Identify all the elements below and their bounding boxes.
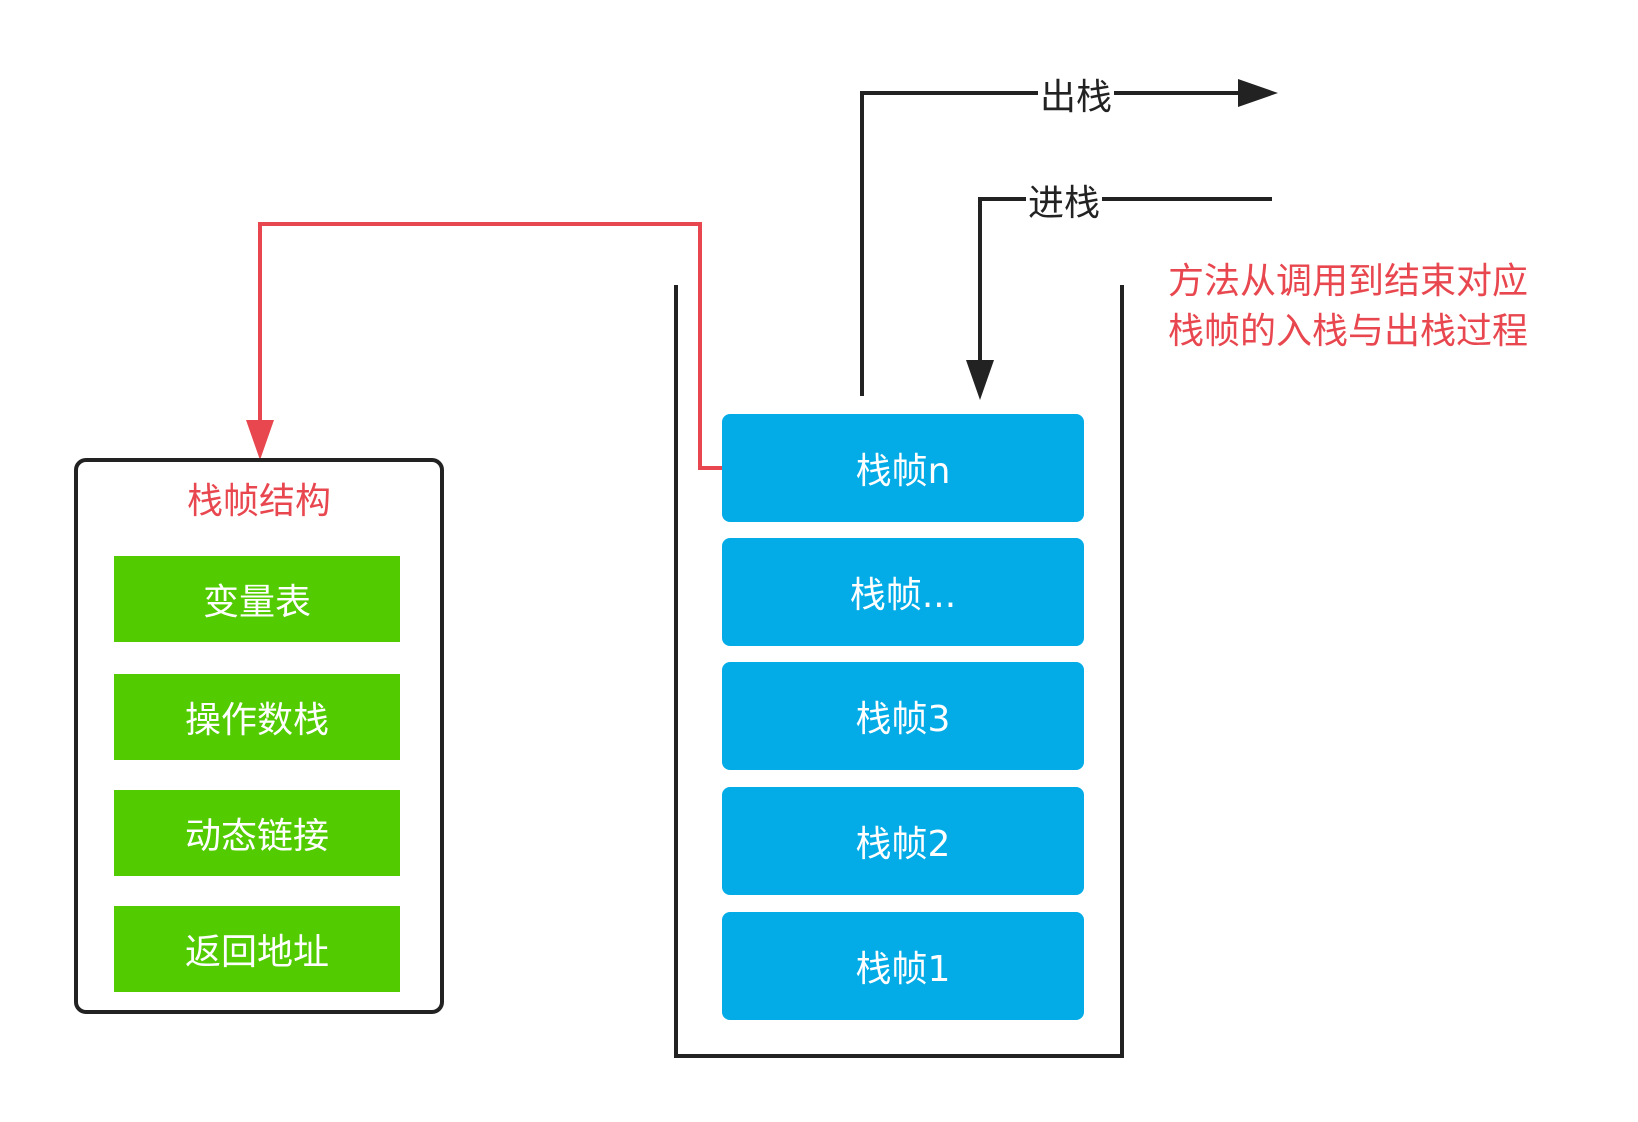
- stack-frame-ellipsis: 栈帧...: [722, 538, 1084, 646]
- structure-item-operand-stack: 操作数栈: [114, 674, 400, 760]
- frame-structure-title: 栈帧结构: [186, 481, 331, 522]
- note-line-1: 方法从调用到结束对应: [1168, 261, 1529, 302]
- pop-arrow-head: [1238, 79, 1278, 107]
- structure-item-dynamic-linking: 动态链接: [114, 790, 400, 876]
- structure-link-line: [258, 222, 722, 470]
- structure-item-return-address: 返回地址: [114, 906, 400, 992]
- structure-link-arrow-head: [246, 420, 274, 460]
- stack-frame-3: 栈帧3: [722, 662, 1084, 770]
- stack-container: [674, 285, 1124, 1058]
- stack-frame-1: 栈帧1: [722, 912, 1084, 1020]
- pop-label: 出栈: [1038, 77, 1115, 118]
- push-arrow-head: [966, 360, 994, 400]
- stack-frame-2: 栈帧2: [722, 787, 1084, 895]
- push-label: 进栈: [1026, 183, 1103, 224]
- stack-frame-n: 栈帧n: [722, 414, 1084, 522]
- push-arrow-line: [978, 197, 1272, 360]
- note-line-2: 栈帧的入栈与出栈过程: [1168, 311, 1529, 352]
- structure-item-local-variables: 变量表: [114, 556, 400, 642]
